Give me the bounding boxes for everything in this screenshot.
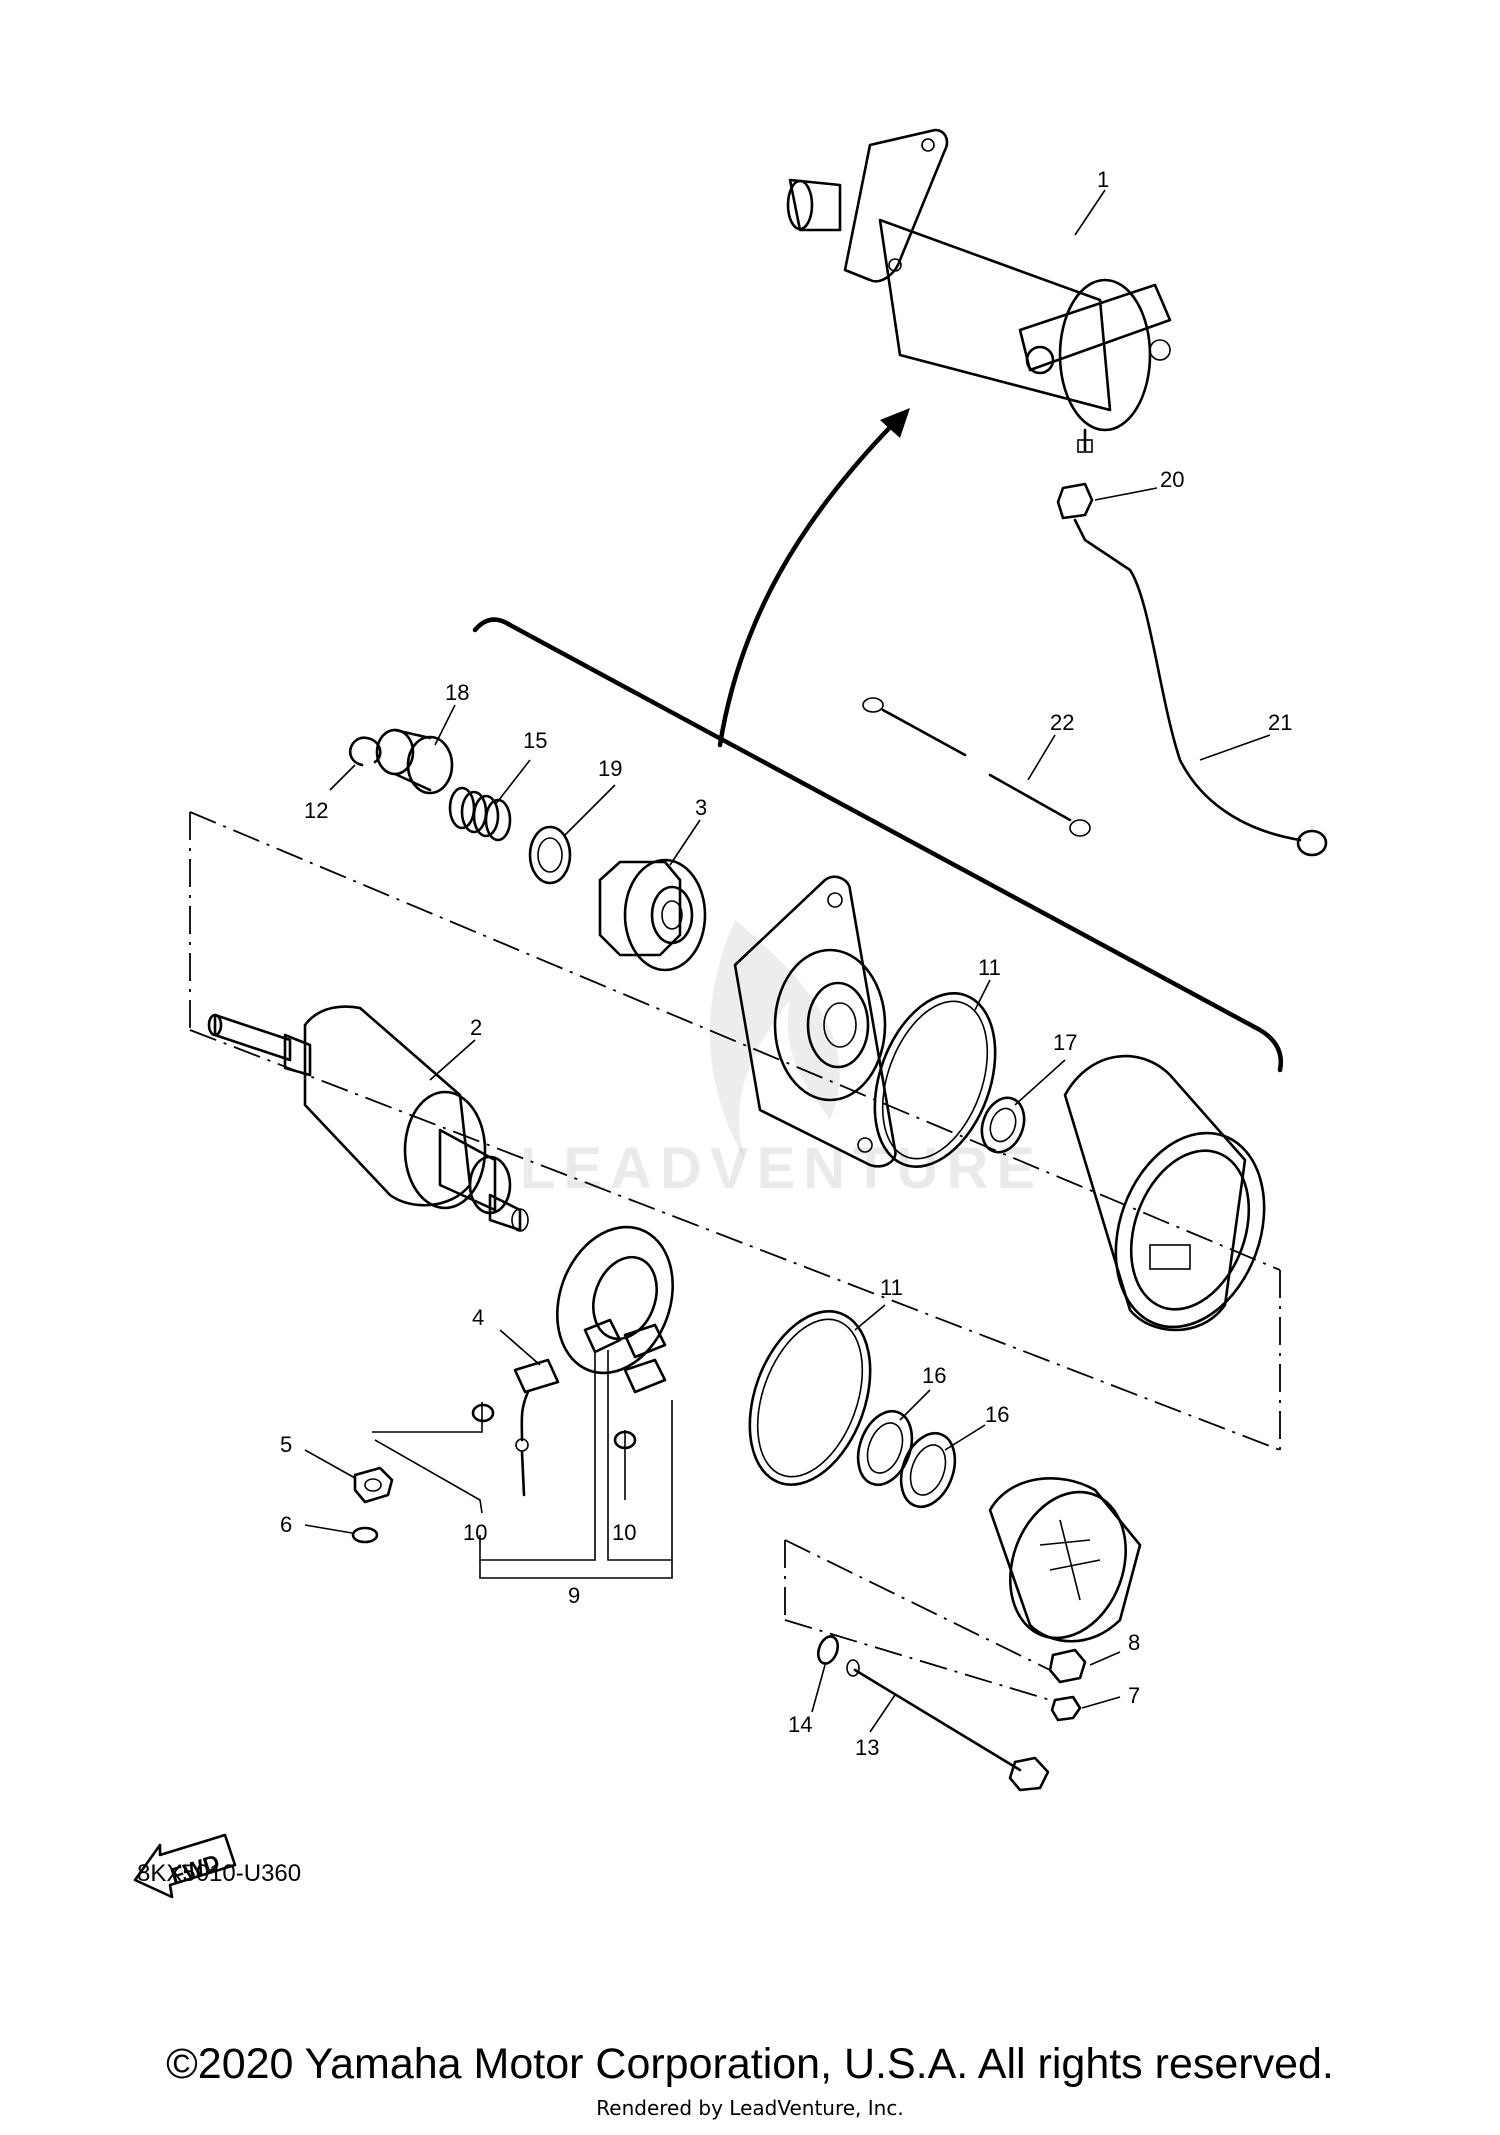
part-17-washer <box>980 1096 1026 1154</box>
part-21-lead-wire <box>1073 518 1328 857</box>
callout-20: 20 <box>1160 467 1184 492</box>
part-11-o-ring-upper <box>873 992 997 1168</box>
part-22-lead-wire <box>862 697 1091 837</box>
callout-10-right: 10 <box>612 1520 636 1545</box>
part-20-nut <box>1056 482 1094 520</box>
part-8-grommet <box>1048 1648 1087 1684</box>
yoke-housing <box>1063 1054 1266 1332</box>
part-18-collar <box>375 728 454 795</box>
callout-4: 4 <box>472 1305 484 1330</box>
callout-5: 5 <box>280 1432 292 1457</box>
leader-lines <box>304 189 1271 1733</box>
assembly-frame <box>189 811 1281 1701</box>
callout-11-upper: 11 <box>978 955 1001 980</box>
callout-15: 15 <box>523 728 547 753</box>
callout-22: 22 <box>1050 710 1074 735</box>
part-14-washer <box>816 1635 840 1665</box>
part-6-washer <box>351 1526 379 1544</box>
part-11-o-ring-lower <box>748 1310 872 1486</box>
part-16-washer-b <box>899 1431 957 1509</box>
callout-16-a: 16 <box>922 1363 946 1388</box>
rear-cover <box>988 1477 1142 1643</box>
part-16-washer-a <box>856 1409 914 1487</box>
part-7-nut <box>1050 1695 1082 1722</box>
part-15-spring <box>448 786 512 842</box>
part-2-armature <box>207 1005 529 1232</box>
callout-7: 7 <box>1128 1683 1140 1708</box>
callout-17: 17 <box>1053 1030 1077 1055</box>
callout-16-b: 16 <box>985 1402 1009 1427</box>
callout-2: 2 <box>470 1015 482 1040</box>
callout-18: 18 <box>445 680 469 705</box>
callout-9: 9 <box>568 1583 580 1608</box>
callout-19: 19 <box>598 756 622 781</box>
part-1-starting-motor-assy <box>786 128 1172 453</box>
leadventure-watermark-text: LEADVENTURE <box>520 1136 1044 1201</box>
callout-8: 8 <box>1128 1630 1140 1655</box>
leadventure-watermark-logo <box>709 920 840 1160</box>
callout-10-left: 10 <box>463 1520 487 1545</box>
brush-holder-plate <box>556 1225 674 1394</box>
callout-1: 1 <box>1097 167 1109 192</box>
part-3-pinion-clutch <box>598 858 707 972</box>
callout-21: 21 <box>1268 710 1292 735</box>
rendered-by-notice: Rendered by LeadVenture, Inc. <box>596 2096 904 2120</box>
callout-6: 6 <box>280 1512 292 1537</box>
part-10-screw-left <box>471 1403 495 1423</box>
callout-12: 12 <box>304 798 328 823</box>
callout-11-lower: 11 <box>880 1275 903 1300</box>
callout-13: 13 <box>855 1735 879 1760</box>
part-19-washer <box>528 825 572 885</box>
diagram-code: 8KX5010-U360 <box>137 1860 302 1887</box>
copyright-notice: ©2020 Yamaha Motor Corporation, U.S.A. A… <box>166 2040 1334 2088</box>
assembly-bracket <box>472 408 1284 1073</box>
callouts: 1 2 3 4 5 6 7 8 9 10 10 11 11 12 13 14 1… <box>280 167 1292 1760</box>
callout-3: 3 <box>695 795 707 820</box>
callout-14: 14 <box>788 1712 812 1737</box>
part-5-grommet <box>353 1466 394 1504</box>
part-4-brush-lead <box>513 1358 560 1497</box>
part-13-through-bolt <box>846 1659 1050 1792</box>
